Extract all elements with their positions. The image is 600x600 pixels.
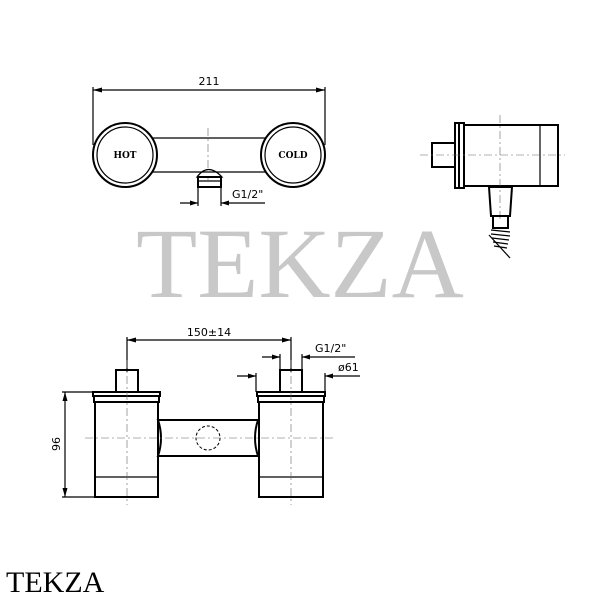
top-view: 211 HOT COLD G1/2" bbox=[92, 75, 326, 206]
inlet-thread-dimension: G1/2" bbox=[315, 342, 346, 355]
brand-logo: TEKZA bbox=[6, 566, 105, 599]
height-dimension: 96 bbox=[50, 437, 63, 451]
center-distance-dimension: 150±14 bbox=[187, 326, 231, 339]
outlet-thread-dimension: G1/2" bbox=[232, 188, 263, 201]
hot-handle: HOT bbox=[92, 122, 158, 188]
cold-label: COLD bbox=[278, 151, 307, 161]
watermark: TEKZA bbox=[136, 208, 464, 319]
front-view: 150±14 G1/2" ø61 96 bbox=[50, 326, 360, 505]
cold-handle: COLD bbox=[260, 122, 326, 188]
hot-label: HOT bbox=[113, 151, 136, 161]
side-view bbox=[420, 115, 565, 259]
diameter-dimension: ø61 bbox=[338, 361, 359, 374]
width-dimension: 211 bbox=[199, 75, 220, 88]
outlet-spout: G1/2" bbox=[180, 168, 265, 206]
